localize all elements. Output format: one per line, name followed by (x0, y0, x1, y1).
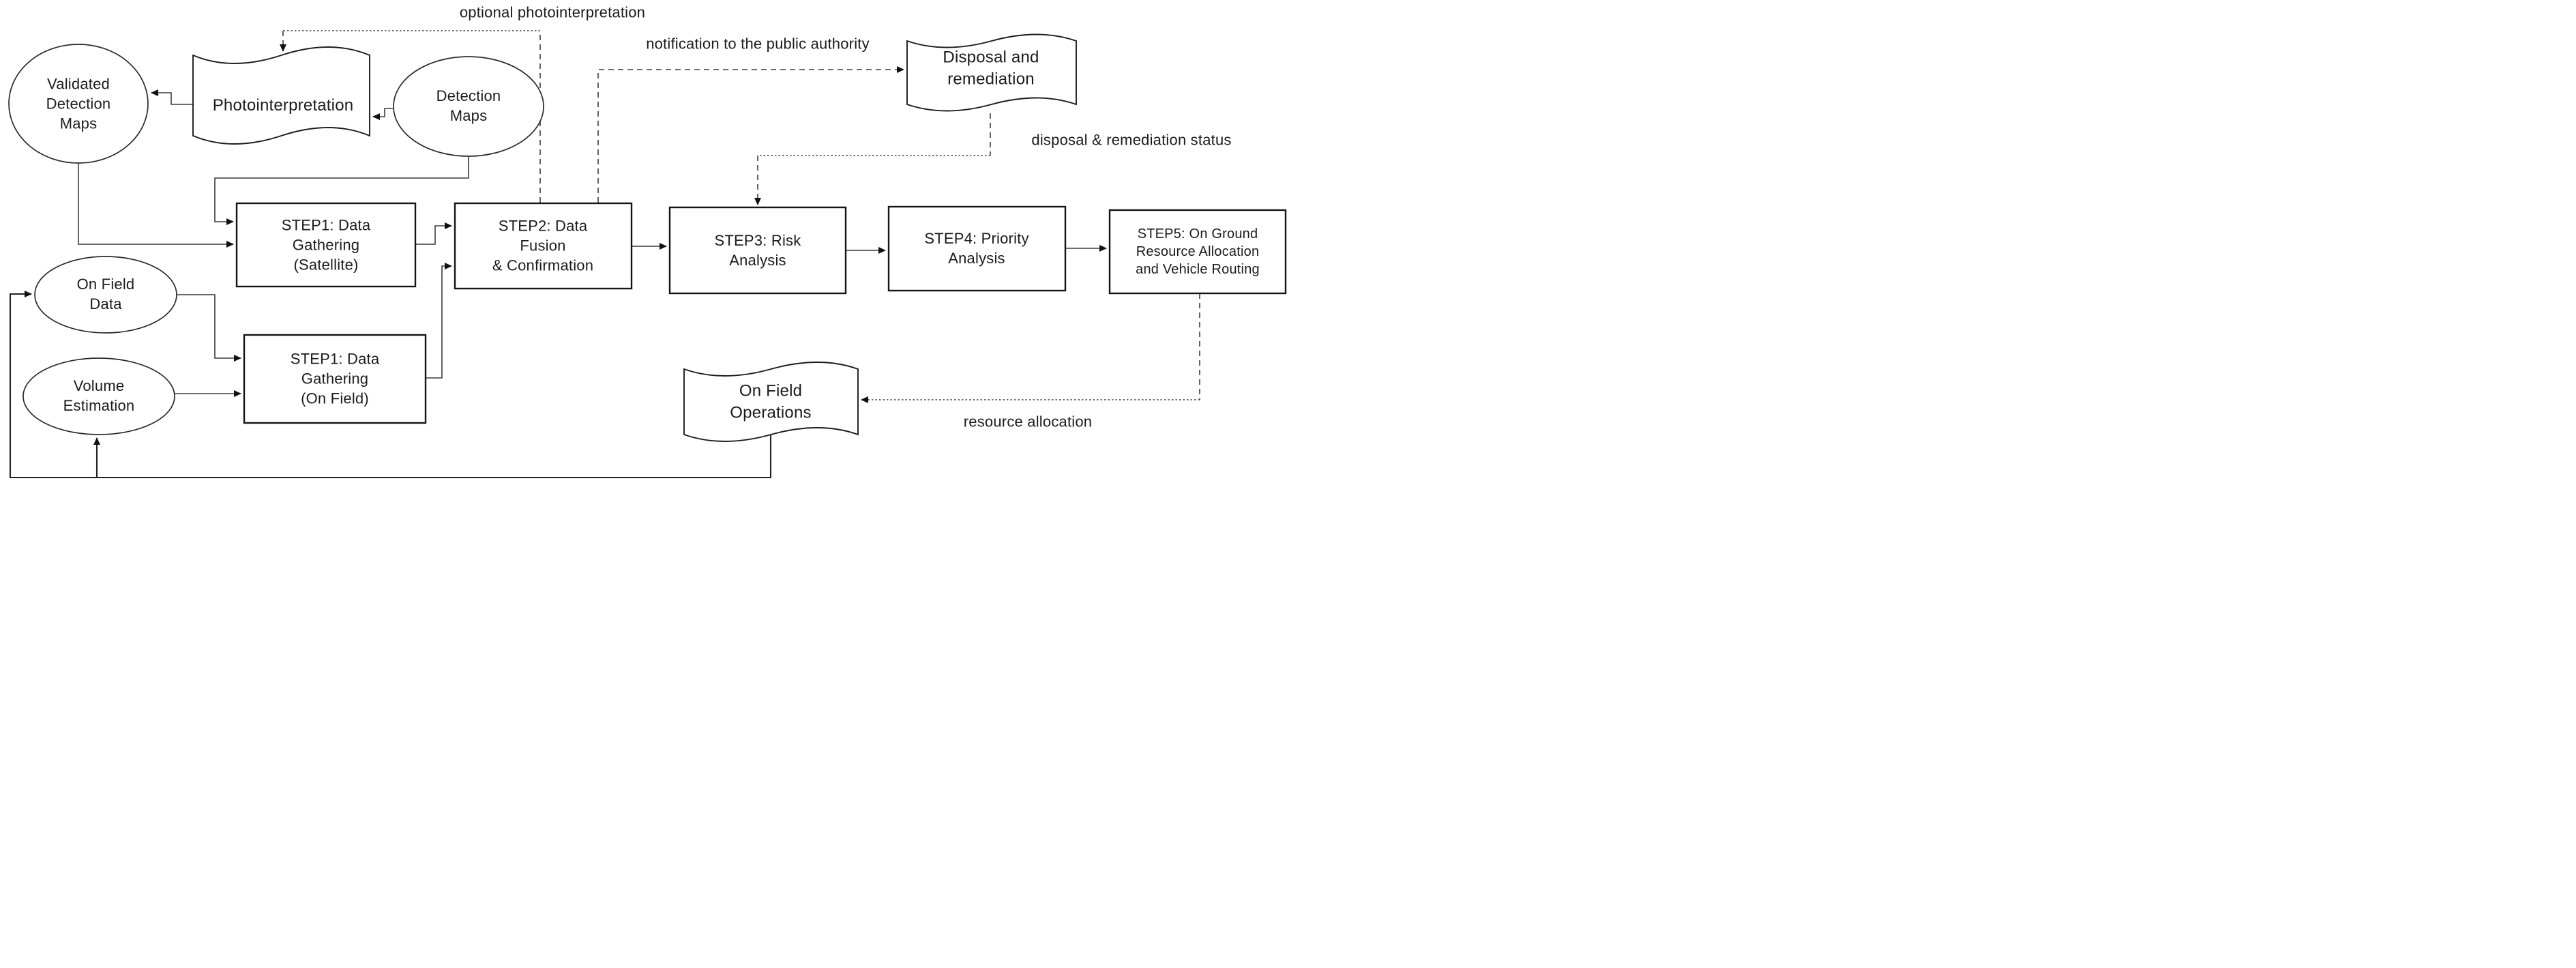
step5-box (1108, 209, 1287, 295)
edge-photointerpretation-to-validated-maps (151, 89, 196, 105)
photointerpretation-document (192, 46, 370, 145)
step1-satellite-box (235, 202, 417, 288)
edge-detection-maps-to-step1-satellite (214, 156, 469, 225)
edge-step1-satellite-to-step2 (415, 222, 452, 245)
flowchart-canvas: Validated Detection Maps Photointerpreta… (0, 0, 1288, 484)
edge-step2-notification-to-disposal (597, 66, 904, 203)
edge-onfield-operations-feedback-to-onfield-data (9, 291, 772, 479)
step2-box (454, 202, 633, 290)
validated-detection-maps-ellipse (8, 44, 149, 164)
flowchart-drawing (8, 30, 1287, 479)
detection-maps-ellipse (393, 56, 544, 157)
volume-estimation-ellipse (23, 357, 175, 435)
disposal-remediation-document (906, 33, 1077, 112)
edge-detection-maps-to-photointerpretation (372, 108, 394, 120)
on-field-operations-document (683, 362, 859, 442)
step3-box (668, 206, 847, 295)
on-field-data-ellipse (34, 256, 177, 334)
step1-onfield-box (243, 334, 427, 424)
edge-step1-onfield-to-step2 (426, 263, 452, 379)
edge-onfield-data-to-step1-onfield (177, 294, 241, 362)
step4-box (887, 205, 1067, 292)
edge-validated-maps-to-step1-satellite (78, 163, 234, 248)
